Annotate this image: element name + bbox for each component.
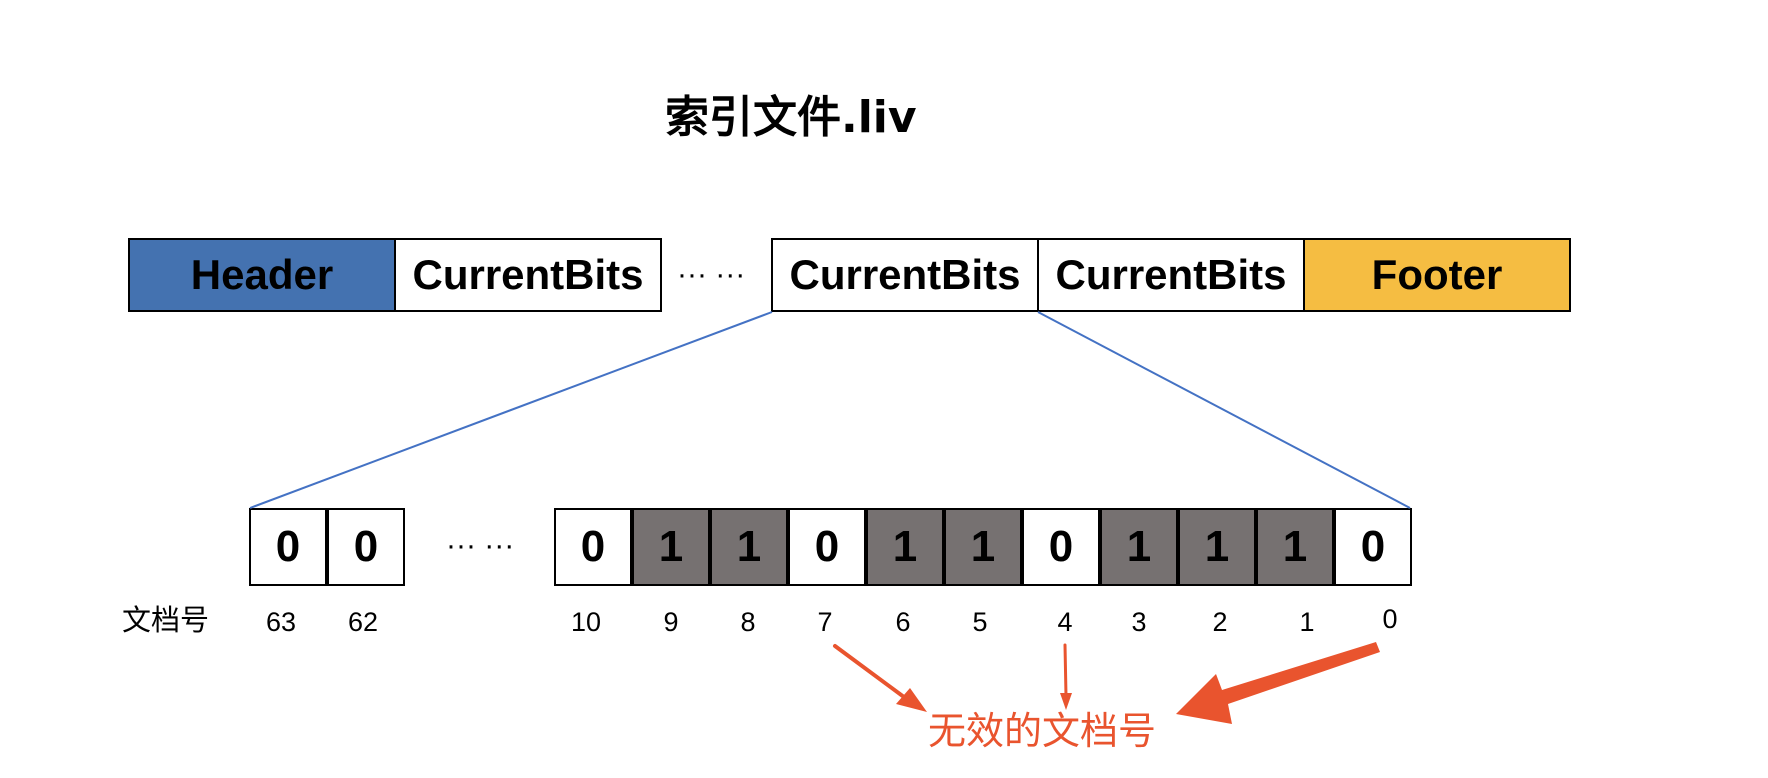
header-block: Header [128,238,396,312]
doc-number: 63 [265,607,297,637]
doc-number: 62 [347,607,379,637]
doc-number: 5 [972,607,988,637]
bit-cell: 0 [1334,508,1412,586]
arrow-from-doc-7 [833,644,927,712]
arrow-from-doc-4 [1060,643,1072,710]
doc-number: 3 [1131,607,1147,637]
bit-cell: 0 [249,508,327,586]
doc-number: 10 [570,607,602,637]
footer-block: Footer [1303,238,1571,312]
bit-cell: 0 [788,508,866,586]
current-bits-block: CurrentBits [1037,238,1305,312]
doc-number: 2 [1212,607,1228,637]
doc-number: 9 [663,607,679,637]
bit-cell: 1 [710,508,788,586]
invalid-doc-annotation: 无效的文档号 [928,709,1157,753]
arrow-from-doc-0 [1176,642,1380,724]
doc-number-label: 文档号 [122,603,210,637]
bit-cell: 1 [1256,508,1334,586]
zoom-line-right [1037,311,1411,509]
bit-cell: 0 [1022,508,1100,586]
doc-number: 7 [817,607,833,637]
bit-cell: 1 [866,508,944,586]
bit-cell: 1 [1100,508,1178,586]
doc-number: 8 [740,607,756,637]
bit-cell: 0 [327,508,405,586]
diagram-title: 索引文件.liv [665,92,917,143]
bits-ellipsis: ··· ··· [446,529,515,562]
doc-number: 6 [895,607,911,637]
blocks-ellipsis: ··· ··· [677,258,746,291]
doc-number: 1 [1299,607,1315,637]
current-bits-block: CurrentBits [394,238,662,312]
bit-cell: 1 [632,508,710,586]
doc-number: 4 [1057,607,1073,637]
bit-cell: 1 [944,508,1022,586]
zoom-line-left [249,311,773,509]
bit-cell: 0 [554,508,632,586]
current-bits-block-zoomed: CurrentBits [771,238,1039,312]
doc-number: 0 [1382,604,1398,634]
bit-cell: 1 [1178,508,1256,586]
